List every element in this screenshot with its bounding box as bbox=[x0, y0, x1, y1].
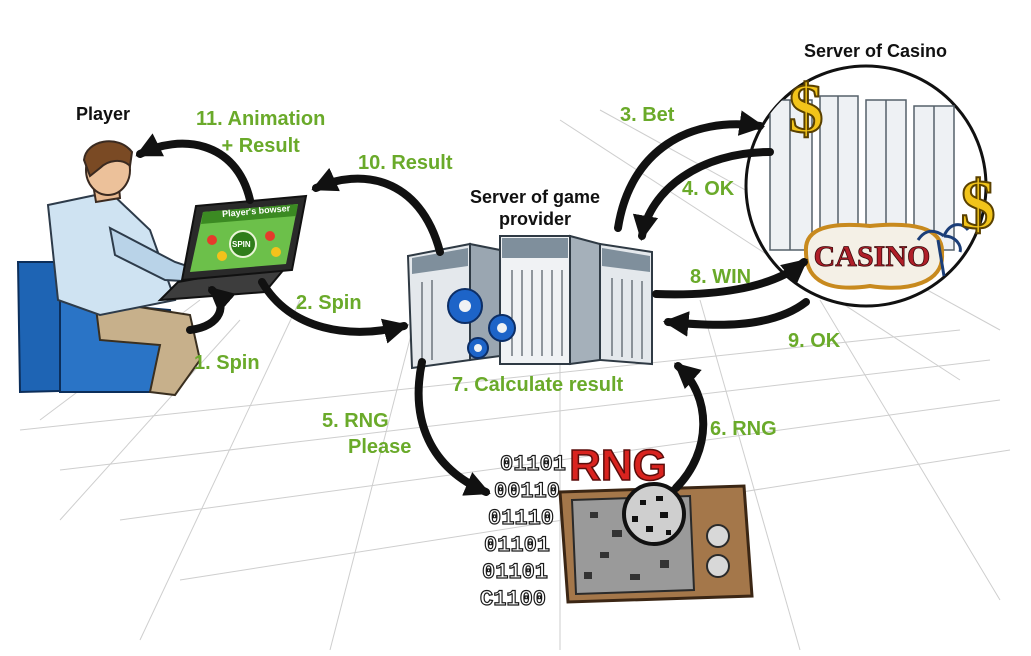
step-4-label: 4. OK bbox=[682, 178, 735, 200]
binary-digits-row: C1100 bbox=[480, 587, 546, 612]
flow-arrows bbox=[135, 110, 810, 496]
player-title: Player bbox=[76, 104, 131, 124]
arrow-4-ok bbox=[632, 148, 774, 242]
arrow-1-spin bbox=[186, 286, 236, 334]
binary-digits-row: 01101 bbox=[482, 560, 548, 585]
game-server-title: Server of game provider bbox=[469, 187, 601, 229]
binary-digits-row: 00110 bbox=[494, 479, 560, 504]
binary-digits-row: 01101 bbox=[484, 533, 550, 558]
casino-sign-text: CASINO bbox=[814, 240, 931, 273]
casino-sign bbox=[803, 222, 945, 290]
arrow-8-win bbox=[652, 258, 808, 299]
step-1-label: 1. Spin bbox=[194, 352, 260, 374]
step-9-label: 9. OK bbox=[788, 330, 841, 352]
binary-digits-row: 01101 bbox=[500, 452, 566, 477]
arrow-10-result bbox=[311, 167, 444, 256]
step-11-line-1: 11. Animation bbox=[196, 108, 326, 130]
dollar-icon: $ bbox=[789, 71, 824, 148]
step-2-label: 2. Spin bbox=[296, 292, 362, 314]
step-10-label: 10. Result bbox=[358, 152, 453, 174]
step-5-line-1: 5. RNG bbox=[322, 410, 389, 432]
arrow-2-spin bbox=[258, 278, 409, 344]
step-3-label: 3. Bet bbox=[620, 104, 675, 126]
arrow-9-ok bbox=[662, 298, 810, 337]
player-illustration bbox=[16, 140, 221, 397]
laptop-spin-label: SPIN bbox=[232, 240, 251, 249]
step-5-line-2: Please bbox=[348, 436, 412, 458]
laptop-spin-button bbox=[229, 230, 257, 258]
arrow-6-rng bbox=[672, 362, 708, 492]
laptop bbox=[157, 194, 308, 302]
arrow-5-rng-please bbox=[414, 358, 491, 496]
step-8-label: 8. WIN bbox=[690, 266, 752, 288]
rng-logo: RNG bbox=[569, 441, 667, 490]
casino-illustration: CASINO $ $ bbox=[744, 64, 997, 308]
rng-illustration: 01101 00110 01110 01101 01101 C1100 bbox=[479, 440, 754, 613]
step-6-label: 6. RNG bbox=[710, 418, 777, 440]
binary-digits-row: 01110 bbox=[488, 506, 554, 531]
dollar-icon: $ bbox=[961, 167, 996, 244]
step-11-line-2: + Result bbox=[221, 135, 300, 157]
arrow-3-bet bbox=[614, 110, 766, 232]
casino-server-title: Server of Casino bbox=[804, 41, 948, 61]
step-7-label: 7. Calculate result bbox=[452, 374, 624, 396]
arrow-11-animation bbox=[135, 133, 254, 204]
step-5-label: 5. RNG Please bbox=[322, 408, 411, 460]
step-11-label: 11. Animation + Result bbox=[196, 106, 325, 160]
game-server-illustration bbox=[406, 234, 653, 370]
